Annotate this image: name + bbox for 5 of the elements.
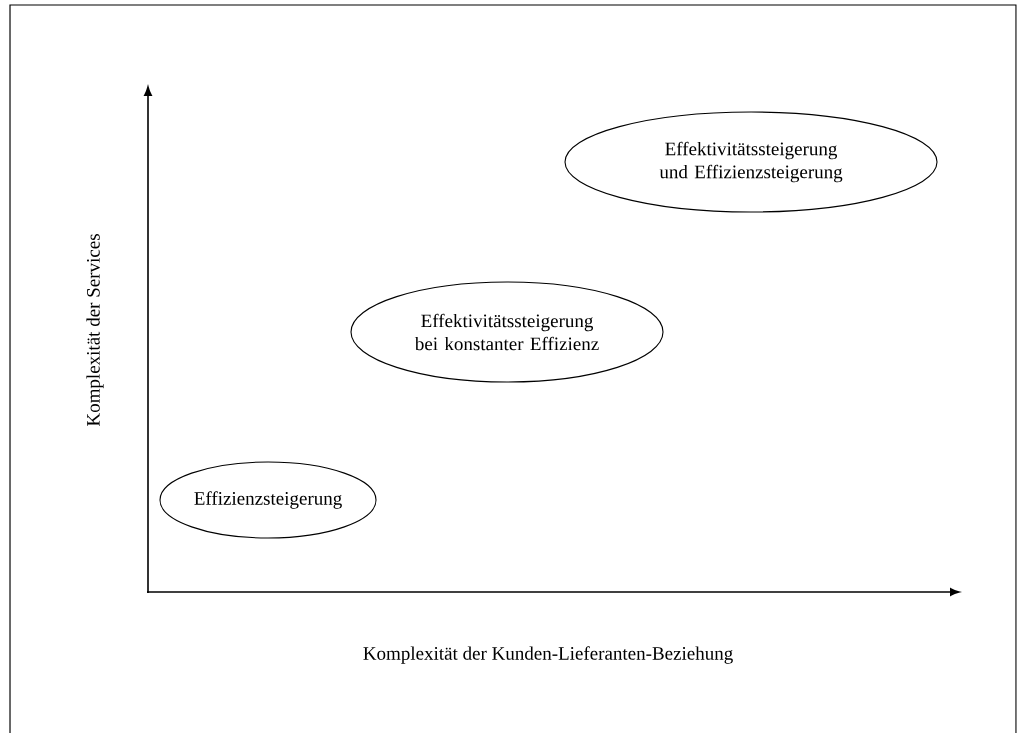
ellipse-node: Effizienzsteigerung: [159, 461, 377, 539]
axis-label: Komplexität der Services: [86, 234, 104, 426]
ellipse-node: Effektivitätssteigerung und Effizienzsteigerung: [564, 111, 938, 213]
ellipse-node: Effektivitätssteigerung bei konstanter Effizienz: [350, 281, 664, 383]
axis-label: Komplexität der Kunden-Lieferanten-Beziehung: [363, 646, 733, 664]
